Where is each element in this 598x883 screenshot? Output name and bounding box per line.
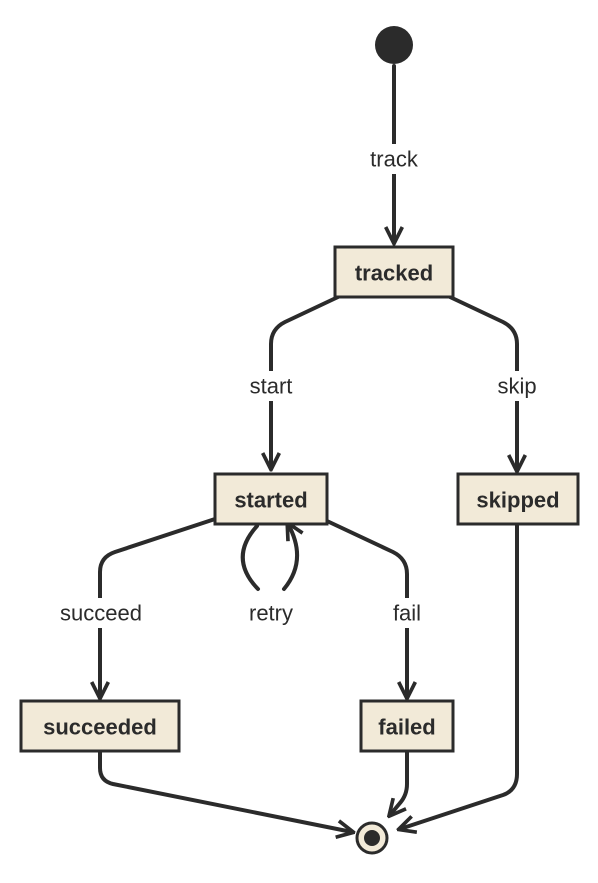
edge-skipped-end (400, 523, 519, 829)
transition-start: start (238, 295, 340, 468)
edge-label-fail: fail (393, 601, 421, 626)
state-started: started (213, 472, 329, 526)
edge-retry (240, 524, 297, 591)
edge-label-start: start (250, 374, 293, 399)
state-failed: failed (359, 699, 455, 753)
edge-start (271, 295, 340, 468)
final-state-node (355, 821, 389, 855)
state-label-skipped: skipped (476, 488, 559, 513)
initial-state-dot (375, 26, 413, 64)
transition-retry: retry (238, 524, 304, 628)
edge-label-track: track (370, 147, 419, 172)
edge-label-succeed: succeed (60, 601, 142, 626)
transition-track: track (356, 64, 432, 242)
transition-skip: skip (448, 295, 547, 470)
edge-fail (325, 519, 407, 697)
transition-skipped-end (400, 523, 519, 829)
state-tracked: tracked (333, 245, 455, 299)
edge-label-retry: retry (249, 601, 293, 626)
edge-succeed (100, 517, 217, 697)
state-skipped: skipped (456, 472, 580, 526)
state-label-tracked: tracked (355, 261, 433, 286)
transition-succeeded-end (98, 750, 352, 832)
edge-succeeded-end (98, 750, 352, 832)
state-label-started: started (234, 488, 307, 513)
transition-succeed: succeed (48, 517, 217, 697)
edge-skip (448, 295, 517, 470)
state-succeeded: succeeded (19, 699, 181, 753)
state-label-succeeded: succeeded (43, 715, 157, 740)
transition-fail: fail (325, 519, 431, 697)
edge-failed-end (390, 750, 409, 815)
state-label-failed: failed (378, 715, 435, 740)
edge-label-skip: skip (497, 374, 536, 399)
transition-failed-end (390, 750, 409, 815)
